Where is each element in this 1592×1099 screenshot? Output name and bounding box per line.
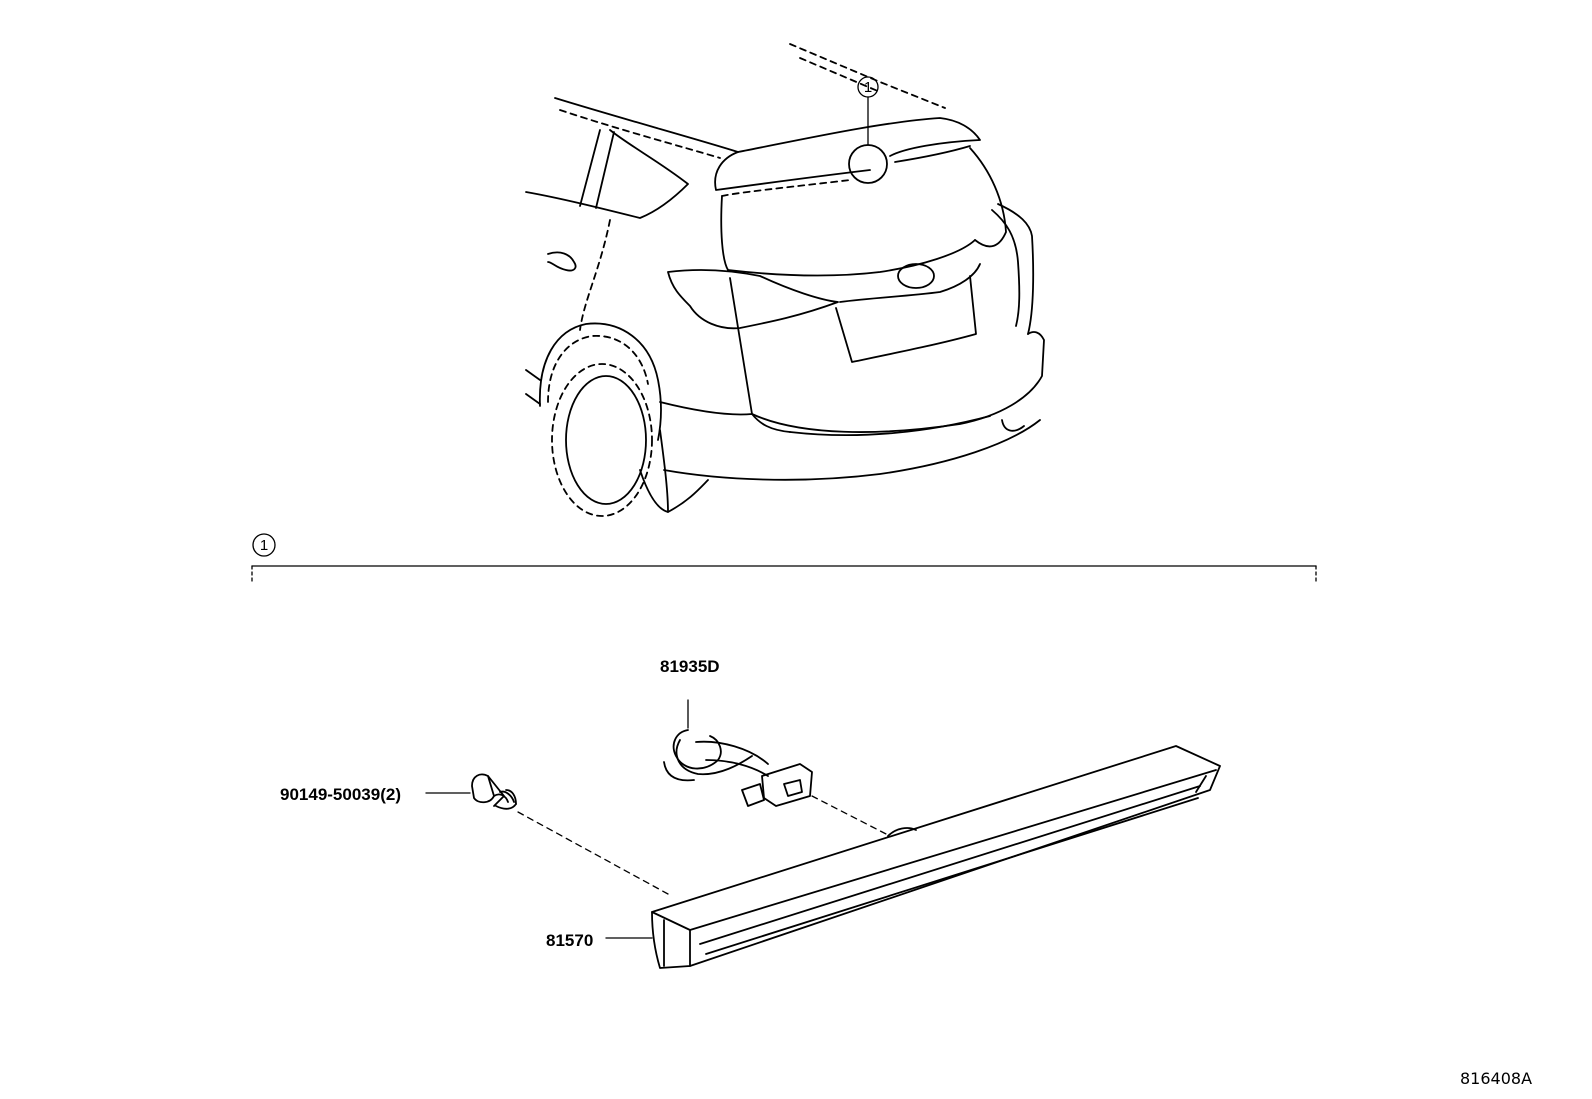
vehicle-illustration	[525, 43, 1045, 517]
screw-illustration	[425, 773, 669, 895]
wire-connector-illustration	[663, 699, 891, 837]
part-label-90149-50039: 90149-50039(2)	[280, 785, 401, 804]
callout-number-bracket: 1	[260, 537, 268, 554]
callout-number-top: 1	[864, 79, 872, 96]
part-label-81935D: 81935D	[660, 657, 720, 676]
drawing-reference-number: 816408A	[1460, 1069, 1532, 1088]
stop-lamp-illustration	[605, 745, 1221, 969]
assembly-bracket: 1	[251, 533, 1317, 583]
callout-marker-top: 1	[857, 76, 879, 98]
part-label-81570: 81570	[546, 931, 593, 950]
